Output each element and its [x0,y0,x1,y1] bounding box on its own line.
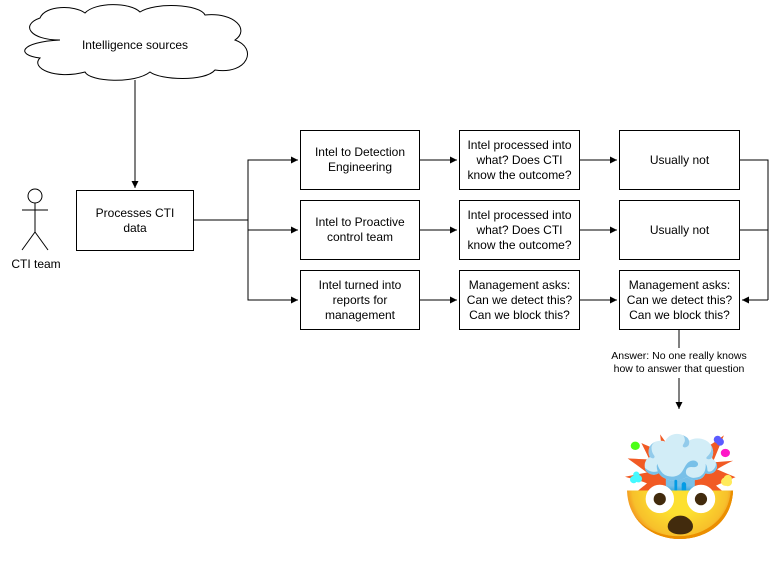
cloud-label: Intelligence sources [81,37,189,52]
intel-detection-node: Intel to Detection Engineering [300,130,420,190]
process-node: Processes CTI data [76,190,194,251]
question-node-2: Intel processed into what? Does CTI know… [459,200,580,260]
intel-management-node: Intel turned into reports for management [300,270,420,330]
result-node-3: Management asks: Can we detect this? Can… [619,270,740,330]
exploding-head-emoji: 🤯 [618,433,743,545]
actor-label: CTI team [11,256,61,271]
result-node-1: Usually not [619,130,740,190]
intel-proactive-node: Intel to Proactive control team [300,200,420,260]
cloud-shape [24,4,248,81]
branch-connectors [194,156,298,304]
merge-connectors [740,159,769,304]
actor-icon [21,188,49,251]
question-node-3: Management asks: Can we detect this? Can… [459,270,580,330]
question-node-1: Intel processed into what? Does CTI know… [459,130,580,190]
result-node-2: Usually not [619,200,740,260]
answer-label: Answer: No one really knows how to answe… [611,350,747,375]
row-arrows [420,156,617,304]
